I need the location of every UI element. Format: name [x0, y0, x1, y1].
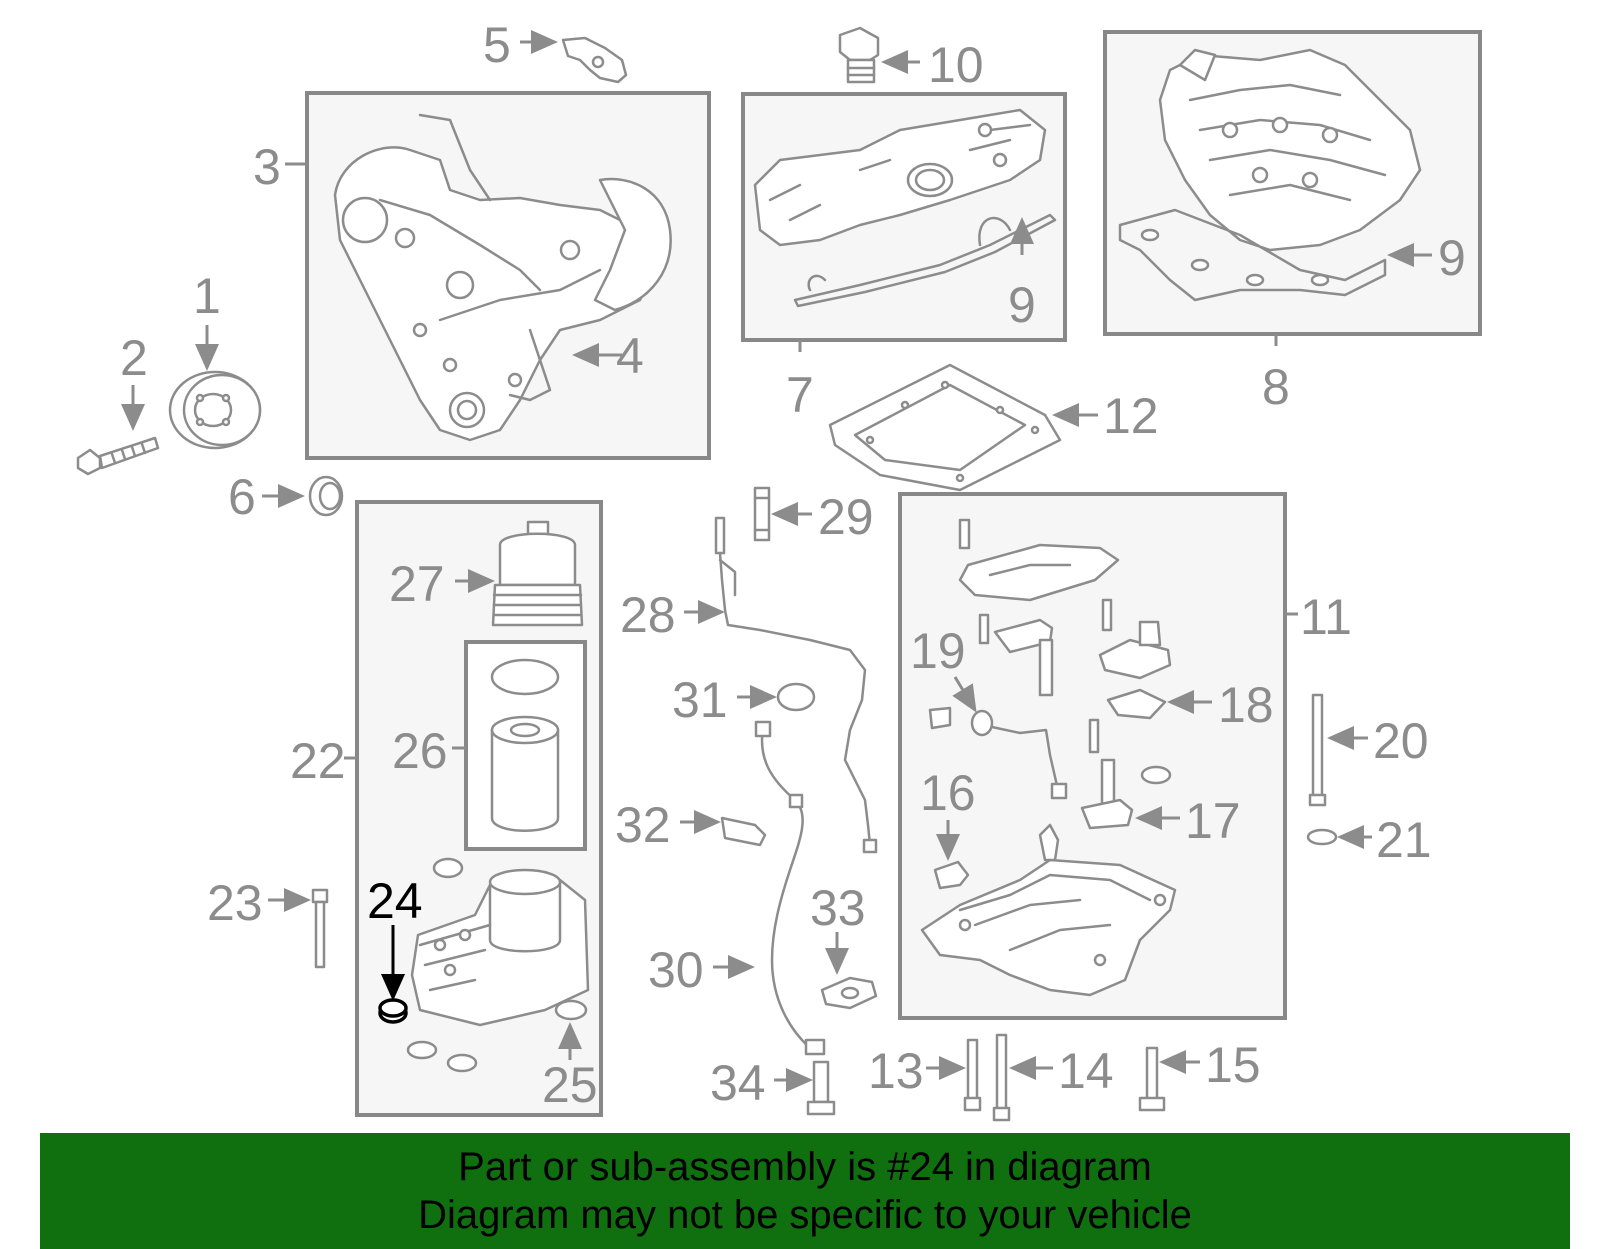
oil-filter-cap-part	[491, 520, 584, 627]
callout-6: 6	[228, 469, 256, 525]
drain-plug-part-16	[933, 860, 970, 890]
bolt-part-13	[963, 1038, 982, 1112]
oil-pan-gasket-part	[828, 363, 1062, 492]
o-ring-part-21	[1306, 828, 1338, 846]
valve-cover-part	[753, 108, 1047, 247]
oil-filter-housing-part	[406, 857, 590, 1073]
baffle-part	[958, 518, 1120, 602]
oil-pan-bolt-bracket	[928, 706, 1172, 785]
callout-12: 12	[1103, 388, 1159, 444]
harness-part-30	[754, 720, 826, 1056]
callout-21: 21	[1376, 812, 1432, 868]
bolt-part-23	[311, 888, 329, 969]
bolt-part-34	[806, 1060, 836, 1116]
callout-5: 5	[483, 17, 511, 73]
pickup-tube-part	[978, 613, 1054, 697]
callout-33: 33	[810, 880, 866, 936]
callout-19: 19	[910, 623, 966, 679]
part-info-banner: Part or sub-assembly is #24 in diagram D…	[40, 1133, 1570, 1249]
callout-28: 28	[620, 587, 676, 643]
gasket-part-33	[820, 976, 878, 1010]
callout-22: 22	[290, 733, 346, 789]
oil-filter-element-part	[490, 658, 560, 832]
callout-18: 18	[1218, 677, 1274, 733]
stud-part-20	[1308, 693, 1327, 807]
cylinder-head-part	[1158, 48, 1422, 252]
callout-7: 7	[786, 367, 814, 423]
oil-filler-cap-part	[838, 26, 880, 84]
callout-30: 30	[648, 942, 704, 998]
callout-13: 13	[868, 1043, 924, 1099]
callout-4: 4	[616, 328, 644, 384]
callout-17: 17	[1185, 793, 1241, 849]
callout-15: 15	[1205, 1037, 1261, 1093]
callout-9-left: 9	[1008, 277, 1036, 333]
callout-11: 11	[1300, 589, 1352, 645]
callout-2: 2	[120, 330, 148, 386]
o-ring-part-31	[776, 682, 816, 712]
callout-27: 27	[389, 556, 445, 612]
callout-24: 24	[367, 873, 423, 929]
timing-cover-part	[333, 113, 672, 442]
bolt-part-14	[992, 1033, 1011, 1122]
callout-34: 34	[710, 1055, 766, 1111]
crankshaft-seal-part	[308, 475, 344, 517]
dipstick-tube-part-17	[1080, 758, 1134, 830]
sensor-part-32	[720, 816, 767, 847]
callout-29: 29	[818, 489, 874, 545]
pulley-bolt-part	[76, 436, 160, 476]
callout-32: 32	[615, 797, 671, 853]
highlighted-part-24-seal	[378, 998, 408, 1024]
callout-23: 23	[207, 875, 263, 931]
callout-31: 31	[672, 672, 728, 728]
bracket-part-18-area	[1098, 598, 1172, 680]
callout-25: 25	[542, 1057, 598, 1113]
sensor-harness-part-28	[714, 516, 878, 854]
oil-level-sensor-part-19	[970, 709, 1068, 800]
banner-line-part-number: Part or sub-assembly is #24 in diagram	[458, 1145, 1152, 1189]
callout-10: 10	[928, 37, 984, 93]
oil-pan-part	[920, 823, 1177, 997]
callout-26: 26	[392, 723, 448, 779]
banner-line-disclaimer: Diagram may not be specific to your vehi…	[418, 1193, 1192, 1237]
bracket-part-5	[561, 36, 628, 84]
callout-16: 16	[920, 765, 976, 821]
callout-8: 8	[1262, 359, 1290, 415]
callout-1: 1	[193, 268, 221, 324]
callout-14: 14	[1058, 1043, 1114, 1099]
cylinder-head-gasket-part	[1118, 208, 1387, 302]
dowel-part-29	[753, 486, 771, 542]
valve-cover-gasket-part-left	[793, 213, 1057, 308]
callout-9-right: 9	[1438, 230, 1466, 286]
crankshaft-pulley-part	[168, 370, 262, 450]
callout-20: 20	[1373, 713, 1429, 769]
bolt-part-15	[1138, 1046, 1166, 1112]
callout-3: 3	[253, 139, 281, 195]
gasket-part-18	[1106, 688, 1167, 720]
